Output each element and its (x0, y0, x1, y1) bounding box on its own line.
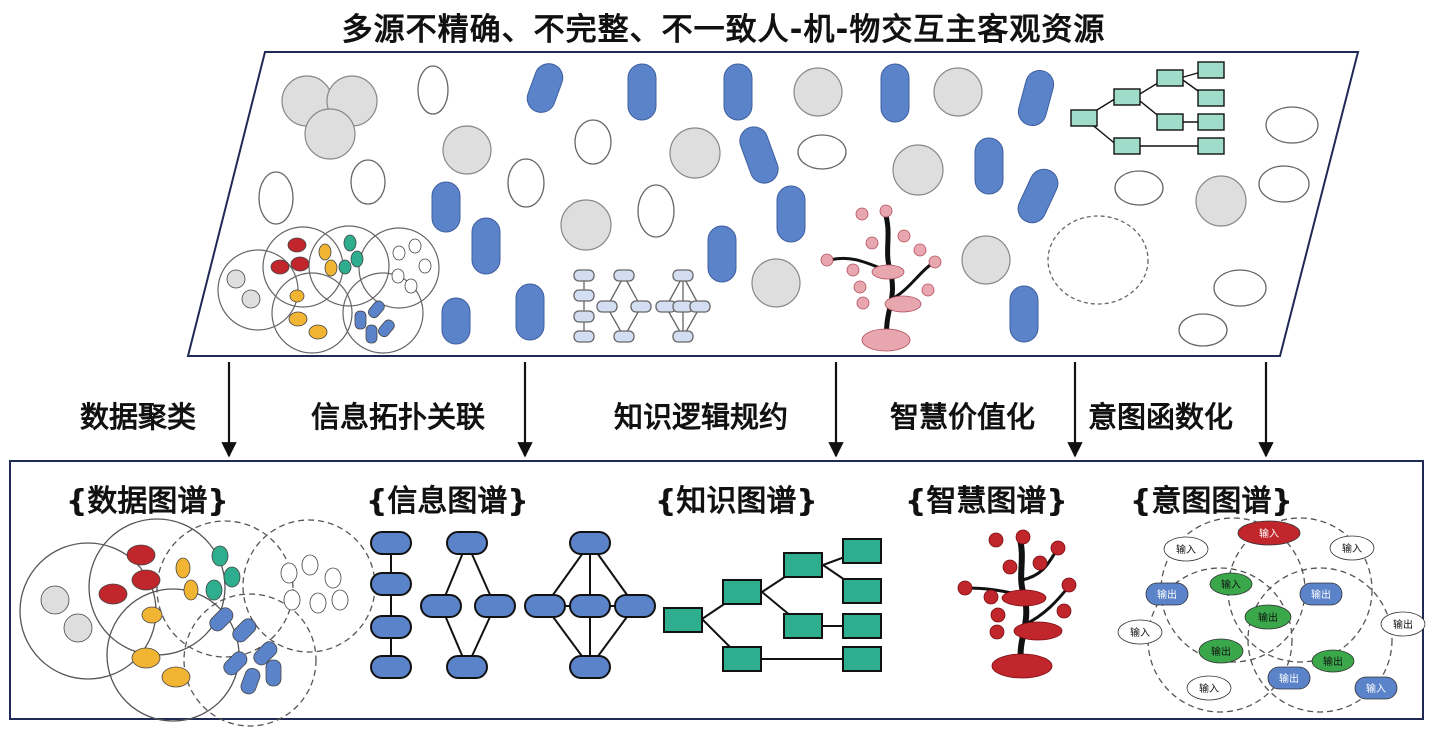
intent-node (1329, 535, 1375, 561)
intent-input-label: 输入 (1342, 542, 1362, 555)
resource-panel (186, 51, 1360, 357)
intent-input-label: 输入 (1366, 682, 1386, 695)
intent-node (1311, 649, 1355, 673)
intent-node (1145, 582, 1189, 606)
process-label-info-topology: 信息拓扑关联 (311, 400, 486, 434)
process-label-intent-function: 意图函数化 (1088, 400, 1234, 434)
intent-node (1267, 666, 1311, 690)
knowledge-graph (663, 538, 882, 672)
intent-input-label: 输入 (1176, 543, 1196, 556)
top-capsules (431, 63, 1059, 345)
intent-output-label: 输出 (1323, 655, 1343, 668)
process-label-data-clustering: 数据聚类 (80, 400, 197, 434)
wisdom-graph (957, 529, 1077, 679)
intent-node (1354, 676, 1398, 700)
intent-node (1299, 582, 1343, 606)
intent-node (1117, 619, 1163, 645)
top-knowledge-tree (1070, 61, 1225, 155)
intent-input-label: 输入 (1199, 682, 1219, 695)
intent-input-label: 输入 (1259, 527, 1279, 540)
intent-input-label: 输入 (1221, 578, 1241, 591)
intent-node (1237, 520, 1301, 546)
intent-graph-nodes (1117, 520, 1426, 701)
graph-label-intent: {意图图谱} (1130, 484, 1293, 519)
top-circles (281, 67, 1247, 308)
process-label-knowledge-logic: 知识逻辑规约 (614, 400, 789, 434)
diagram-title: 多源不精确、不完整、不一致人-机-物交互主客观资源 (341, 12, 1106, 48)
graph-label-data: {数据图谱} (66, 484, 229, 519)
intent-graph-labels: 输入 输入 输入 输入 输出 输出 输出 输入 输出 输出 输出 输出 输入 输… (1130, 527, 1413, 695)
graph-label-knowledge: {知识图谱} (655, 484, 818, 519)
intent-output-label: 输出 (1393, 618, 1413, 631)
top-cluster-items (226, 234, 432, 344)
intent-output-label: 输出 (1279, 672, 1299, 685)
intent-output-label: 输出 (1311, 588, 1331, 601)
intent-output-label: 输出 (1258, 611, 1278, 624)
intent-output-label: 输出 (1211, 645, 1231, 658)
top-clouds (258, 65, 1319, 347)
intent-node (1198, 638, 1244, 664)
intent-output-label: 输出 (1157, 588, 1177, 601)
intent-node (1163, 536, 1209, 562)
intent-node (1209, 572, 1253, 596)
intent-node (1380, 611, 1426, 637)
intent-node (1186, 675, 1232, 701)
graph-label-wisdom: {智慧图谱} (905, 484, 1068, 519)
graph-label-info: {信息图谱} (366, 484, 529, 519)
info-graph (370, 531, 656, 679)
intent-input-label: 输入 (1130, 626, 1150, 639)
intent-node (1244, 604, 1292, 630)
process-arrows (221, 362, 1274, 458)
top-wisdom-tree (820, 204, 942, 352)
top-info-graph (573, 269, 711, 343)
data-graph-items (40, 544, 349, 695)
process-label-wisdom-value: 智慧价值化 (890, 400, 1036, 434)
